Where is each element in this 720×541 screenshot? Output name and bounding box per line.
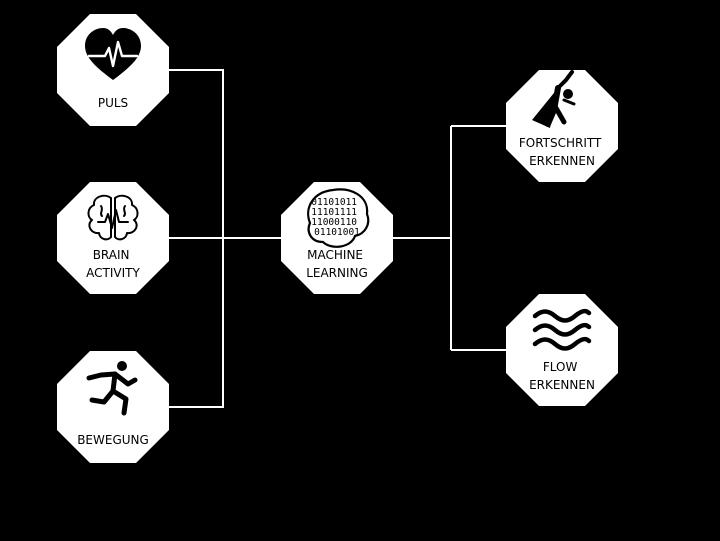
label-brain-2: ACTIVITY [86,266,140,280]
binary-row: 11000110 [311,217,357,228]
label-fortschritt-1: FORTSCHRITT [519,136,602,150]
svg-text:FLOW ERKENNEN: FLOW ERKENNEN [529,360,595,392]
svg-text:MACHINE LEARNING: MACHINE LEARNING [306,248,368,280]
binary-row: 01101001 [314,227,360,238]
node-bewegung: BEWEGUNG [57,351,169,463]
heart-pulse-icon [85,28,141,80]
binary-row: 01101011 [311,197,357,208]
label-flow-1: FLOW [543,360,578,374]
svg-text:01101011 11101111: 01101011 11101111 11000110 01101001 [311,197,363,238]
octagon-shape [57,351,169,463]
superhero-icon [532,70,576,128]
connector-bewegung [169,238,224,408]
connector-lines [169,69,508,408]
label-flow-2: ERKENNEN [529,378,595,392]
label-puls-1: PULS [98,96,128,110]
octagon-shape [506,70,618,182]
svg-text:PULS: PULS [98,96,128,110]
binary-brain-icon: 01101011 11101111 11000110 01101001 [307,188,370,248]
label-ml-2: LEARNING [306,266,368,280]
node-puls: PULS [57,14,169,126]
label-brain-1: BRAIN [93,248,130,262]
svg-text:BRAIN ACTIVITY: BRAIN ACTIVITY [86,248,140,280]
node-machine-learning: 01101011 11101111 11000110 01101001 MACH… [281,182,393,294]
binary-row: 11101111 [311,207,357,218]
label-bewegung-1: BEWEGUNG [77,433,149,447]
svg-text:BEWEGUNG: BEWEGUNG [77,433,149,447]
running-person-icon [86,361,138,416]
connector-puls [169,69,224,238]
node-flow-erkennen: FLOW ERKENNEN [506,294,618,406]
octagon-shape [57,182,169,294]
node-brain-activity: BRAIN ACTIVITY [57,182,169,294]
brain-wave-icon [87,194,139,241]
node-fortschritt-erkennen: FORTSCHRITT ERKENNEN [506,70,618,182]
svg-text:FORTSCHRITT ERKENNEN: FORTSCHRITT ERKENNEN [519,136,605,168]
label-fortschritt-2: ERKENNEN [529,154,595,168]
waves-icon [532,308,592,351]
label-ml-1: MACHINE [307,248,363,262]
